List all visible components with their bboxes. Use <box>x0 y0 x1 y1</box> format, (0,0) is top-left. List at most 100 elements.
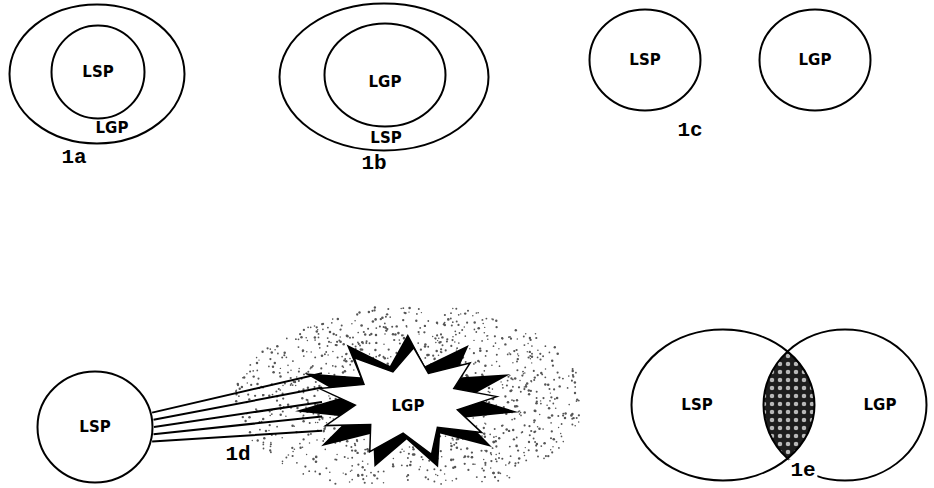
stipple-dot <box>484 364 487 367</box>
stipple-dot <box>550 449 551 450</box>
stipple-dot <box>490 467 491 468</box>
stipple-dot <box>371 310 373 312</box>
stipple-dot <box>508 463 510 465</box>
stipple-dot <box>495 445 497 447</box>
stipple-dot <box>578 421 580 423</box>
stipple-dot <box>533 370 535 372</box>
stipple-dot <box>412 453 415 456</box>
stipple-dot <box>383 343 384 344</box>
stipple-dot <box>567 387 569 389</box>
stipple-dot <box>336 459 338 461</box>
stipple-dot <box>434 358 436 360</box>
stipple-dot <box>392 465 394 467</box>
stipple-dot <box>481 468 483 470</box>
stipple-dot <box>544 383 546 385</box>
stipple-dot <box>268 430 270 432</box>
stipple-dot <box>283 351 285 353</box>
stipple-dot <box>344 456 346 458</box>
stipple-dot <box>473 321 475 323</box>
stipple-dot <box>492 448 494 450</box>
stipple-dot <box>384 333 386 335</box>
stipple-dot <box>288 454 290 456</box>
stipple-dot <box>451 339 453 341</box>
stipple-dot <box>293 425 295 427</box>
stipple-dot <box>339 340 342 343</box>
stipple-dot <box>392 463 394 465</box>
stipple-dot <box>322 328 324 330</box>
stipple-dot <box>511 399 513 401</box>
stipple-dot <box>255 408 257 410</box>
stipple-dot <box>496 460 498 462</box>
stipple-dot <box>472 463 474 465</box>
stipple-dot <box>254 395 256 397</box>
stipple-dot <box>514 465 516 467</box>
stipple-dot <box>301 397 303 399</box>
stipple-dot <box>487 335 489 337</box>
stipple-dot <box>530 390 532 392</box>
stipple-dot <box>497 472 499 474</box>
stipple-dot <box>452 308 453 309</box>
stipple-dot <box>307 401 309 403</box>
stipple-dot <box>346 335 348 337</box>
stipple-dot <box>317 390 319 392</box>
stipple-dot <box>546 405 548 407</box>
stipple-dot <box>486 350 488 352</box>
stipple-dot <box>268 366 270 368</box>
stipple-dot <box>490 454 492 456</box>
stipple-dot <box>292 360 294 362</box>
stipple-dot <box>378 355 380 357</box>
stipple-dot <box>533 379 535 381</box>
stipple-dot <box>536 391 538 393</box>
stipple-dot <box>578 414 580 416</box>
stipple-dot <box>302 446 304 448</box>
stipple-dot <box>282 411 284 413</box>
stipple-dot <box>314 325 316 327</box>
stipple-dot <box>488 387 491 390</box>
stipple-dot <box>331 322 333 324</box>
stipple-dot <box>464 455 467 458</box>
stipple-dot <box>302 438 304 440</box>
stipple-dot <box>471 456 474 459</box>
stipple-dot <box>298 368 300 370</box>
stipple-dot <box>460 448 462 450</box>
stipple-dot <box>341 325 343 327</box>
stipple-dot <box>464 335 466 337</box>
stipple-dot <box>454 466 456 468</box>
stipple-dot <box>500 381 501 382</box>
stipple-dot <box>351 479 353 481</box>
stipple-dot <box>533 431 535 433</box>
stipple-dot <box>471 451 473 453</box>
stipple-dot <box>435 338 437 340</box>
stipple-dot <box>334 483 336 485</box>
stipple-dot <box>568 375 570 377</box>
stipple-dot <box>486 335 488 337</box>
stipple-dot <box>346 440 349 443</box>
stipple-dot <box>491 447 493 449</box>
stipple-dot <box>476 476 478 478</box>
stipple-dot <box>360 324 363 327</box>
stipple-dot <box>492 388 494 390</box>
stipple-dot <box>342 343 344 345</box>
stipple-dot <box>364 333 366 335</box>
stipple-dot <box>314 356 316 358</box>
stipple-dot <box>525 459 527 461</box>
stipple-dot <box>433 468 435 470</box>
stipple-dot <box>238 395 240 397</box>
stipple-dot <box>445 435 447 437</box>
stipple-dot <box>269 424 271 426</box>
stipple-dot <box>528 441 530 443</box>
stipple-dot <box>562 413 564 415</box>
stipple-dot <box>333 427 336 430</box>
stipple-dot <box>456 321 458 323</box>
stipple-dot <box>572 417 574 419</box>
stipple-dot <box>299 447 301 449</box>
stipple-dot <box>365 342 367 344</box>
stipple-dot <box>550 422 552 424</box>
stipple-dot <box>484 464 486 466</box>
stipple-dot <box>424 345 427 348</box>
stipple-dot <box>306 351 307 352</box>
stipple-dot <box>533 419 536 422</box>
stipple-dot <box>323 428 326 431</box>
stipple-dot <box>236 389 238 391</box>
stipple-dot <box>557 415 559 417</box>
